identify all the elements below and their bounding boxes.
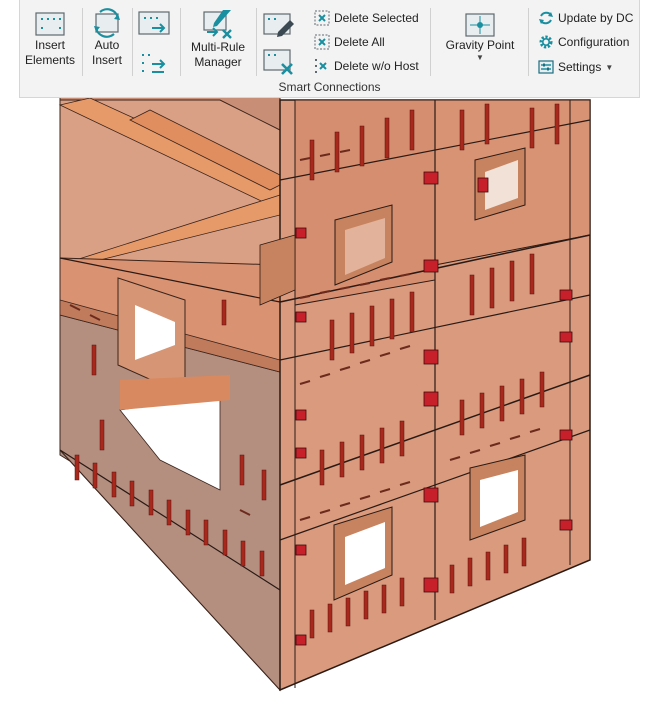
gravity-point-label: Gravity Point [445,38,515,52]
window-opening-hole [345,522,385,585]
ribbon-group-title: Smart Connections [278,80,381,94]
delete-all-icon [314,34,330,50]
connector-plates [295,171,573,646]
update-by-dc-icon [539,11,553,25]
gravity-point-dropdown-icon[interactable]: ▼ [476,53,484,62]
auto-insert-icon [94,8,120,38]
edit-rule-icon [263,13,294,37]
tie-connectors [69,149,541,521]
delete-without-host-button[interactable]: Delete w/o Host [314,56,419,76]
auto-insert-label-line2: Insert [91,53,122,67]
ribbon-panel-smart-connections: Insert Elements Auto Insert [19,0,640,98]
ribbon-separator [82,8,83,76]
delete-all-button[interactable]: Delete All [314,32,385,52]
window-opening-hole [135,305,175,360]
settings-label: Settings [558,60,602,74]
multi-rule-manager-label-line2: Manager [194,55,242,69]
update-by-dc-label: Update by DC [558,11,634,25]
gravity-point-icon [465,13,495,37]
ribbon-separator [528,8,529,76]
delete-selected-icon [314,10,330,26]
auto-insert-label-line1: Auto [94,38,120,52]
window-opening [259,234,296,306]
insert-elements-icon [35,12,65,36]
configuration-button[interactable]: Configuration [538,32,629,52]
delete-without-host-label: Delete w/o Host [334,59,419,73]
delete-selected-label: Delete Selected [334,11,419,25]
update-by-dc-button[interactable]: Update by DC [538,8,633,28]
insert-elements-label-line1: Insert [34,38,65,52]
window-opening-hole [485,160,518,210]
door-opening-frame [120,375,230,410]
window-opening-hole [345,218,385,275]
rebar-group [74,103,560,639]
copy-connections-button[interactable] [138,50,170,78]
auto-insert-button[interactable]: Auto Insert [86,8,128,68]
multi-rule-manager-label-line1: Multi-Rule [190,40,245,54]
delete-selected-button[interactable]: Delete Selected [314,8,419,28]
delete-rule-button[interactable] [262,48,296,78]
window-opening-hole [480,470,518,527]
configuration-label: Configuration [558,35,630,49]
multi-rule-manager-button[interactable]: Multi-Rule Manager [188,8,248,70]
ribbon-separator [132,8,133,76]
multi-rule-manager-icon [203,10,232,39]
delete-without-host-icon [315,59,327,73]
settings-dropdown-icon[interactable]: ▼ [605,62,614,72]
copy-connections-icon [142,54,166,73]
settings-icon [538,60,554,74]
delete-rule-icon [263,49,293,75]
update-connections-button[interactable] [138,10,170,38]
settings-button[interactable]: Settings ▼ [538,57,613,77]
floor-line-left [59,257,281,303]
ribbon-separator [256,8,257,76]
configuration-gear-icon [539,35,553,49]
ribbon-separator [430,8,431,76]
insert-elements-button[interactable]: Insert Elements [24,10,76,68]
gravity-point-button[interactable]: Gravity Point ▼ [440,12,520,62]
delete-all-label: Delete All [334,35,385,49]
ribbon-separator [180,8,181,76]
insert-elements-label-line2: Elements [24,53,76,67]
update-connections-icon [138,11,170,35]
edit-rule-button[interactable] [262,10,296,40]
